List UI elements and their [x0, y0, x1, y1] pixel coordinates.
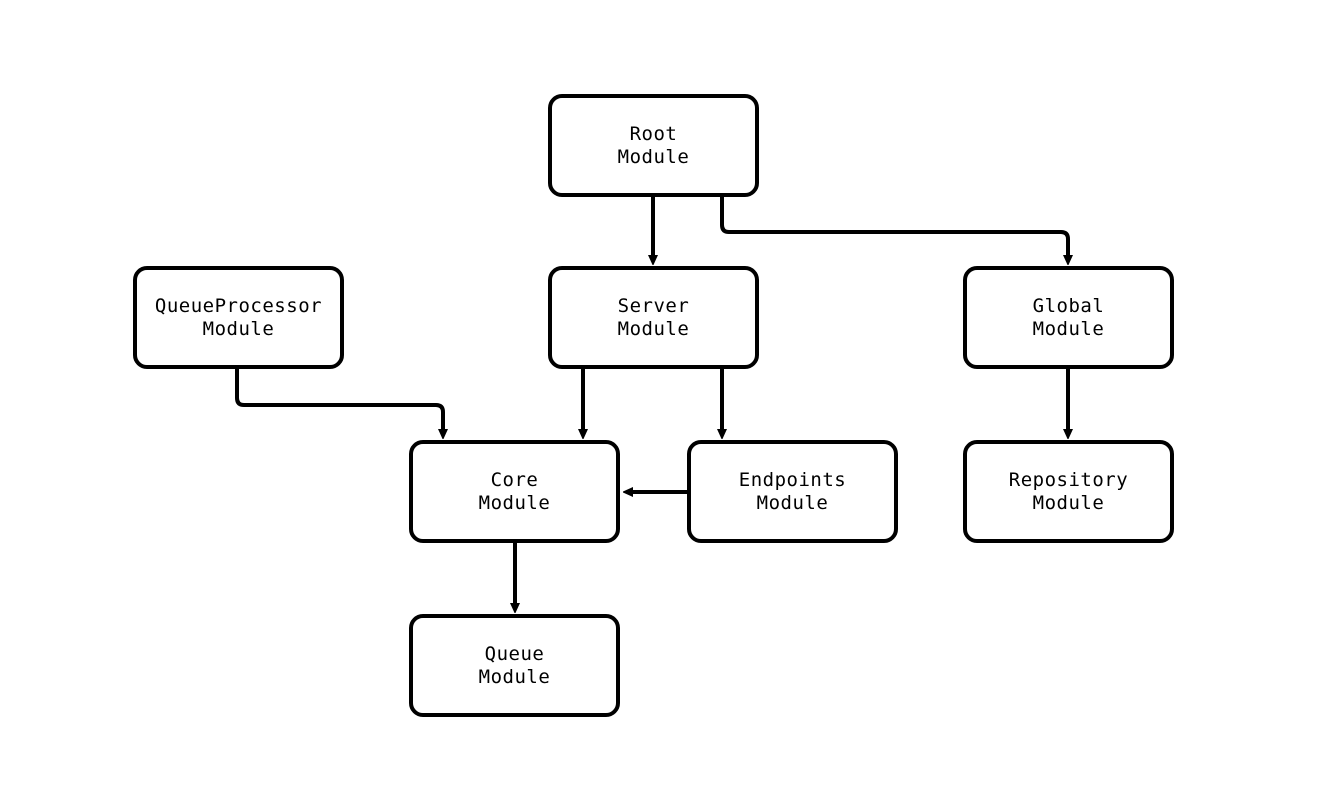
- node-queueprocessor[interactable]: QueueProcessor Module: [133, 266, 344, 369]
- node-label-core: Core Module: [478, 468, 551, 514]
- node-global[interactable]: Global Module: [963, 266, 1174, 369]
- node-label-endpoints: Endpoints Module: [738, 468, 847, 514]
- node-label-server: Server Module: [617, 294, 690, 340]
- node-root[interactable]: Root Module: [548, 94, 759, 197]
- edge-root-to-global: [720, 197, 1068, 256]
- node-core[interactable]: Core Module: [409, 440, 620, 543]
- edges-group: [235, 197, 1068, 604]
- node-label-queue: Queue Module: [478, 642, 551, 688]
- node-repository[interactable]: Repository Module: [963, 440, 1174, 543]
- node-queue[interactable]: Queue Module: [409, 614, 620, 717]
- node-server[interactable]: Server Module: [548, 266, 759, 369]
- node-endpoints[interactable]: Endpoints Module: [687, 440, 898, 543]
- node-label-global: Global Module: [1032, 294, 1105, 340]
- node-label-queueprocessor: QueueProcessor Module: [154, 294, 323, 340]
- node-label-root: Root Module: [617, 122, 690, 168]
- edge-queueprocessor-to-core: [235, 369, 443, 430]
- node-label-repository: Repository Module: [1008, 468, 1129, 514]
